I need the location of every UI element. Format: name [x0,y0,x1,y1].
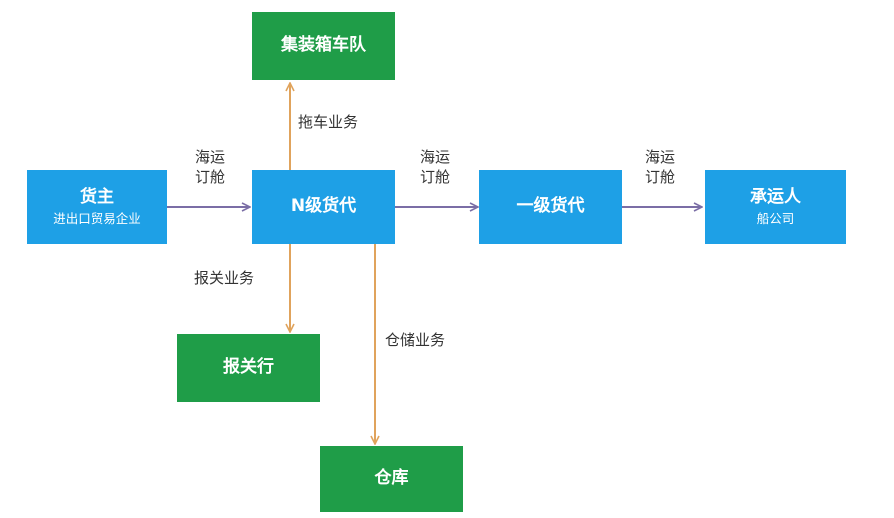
edge-label-warehouse-service-text: 仓储业务 [385,331,446,349]
node-first-forwarder-title: 一级货代 [516,196,585,217]
edge-label-customs-service-text: 报关业务 [194,269,255,287]
node-shipper-subtitle: 进出口贸易企业 [53,210,141,226]
node-warehouse: 仓库 [320,446,463,512]
node-truck-fleet: 集装箱车队 [252,12,395,80]
node-shipper: 货主 进出口贸易企业 [27,170,167,244]
node-carrier-title: 承运人 [750,187,801,208]
edge-label-shipper-to-n-forwarder: 海运 订舱 [180,148,240,187]
edge-label-n-to-first-forwarder: 海运 订舱 [405,148,465,187]
edge-label-line-1: 海运 [419,148,450,166]
node-warehouse-title: 仓库 [374,468,409,489]
node-truck-fleet-title: 集装箱车队 [281,35,366,56]
node-customs-broker: 报关行 [177,334,320,402]
edge-label-truck-service-text: 拖车业务 [298,113,359,131]
edge-label-truck-service: 拖车业务 [298,113,358,133]
edge-label-line-1: 海运 [194,148,225,166]
edge-label-line-2: 订舱 [194,167,225,186]
edge-label-line-2: 订舱 [644,167,675,186]
node-first-forwarder: 一级货代 [479,170,622,244]
edge-label-first-to-carrier: 海运 订舱 [630,148,690,187]
node-customs-broker-title: 报关行 [223,357,274,378]
node-shipper-title: 货主 [80,187,114,208]
node-n-forwarder-title: N级货代 [290,196,357,217]
edge-label-warehouse-service: 仓储业务 [385,331,445,351]
node-n-forwarder: N级货代 [252,170,395,244]
node-carrier-subtitle: 船公司 [756,210,795,226]
edge-label-line-2: 订舱 [419,167,450,186]
edge-label-customs-service: 报关业务 [194,269,254,289]
node-carrier: 承运人 船公司 [705,170,846,244]
edge-label-line-1: 海运 [644,148,675,166]
